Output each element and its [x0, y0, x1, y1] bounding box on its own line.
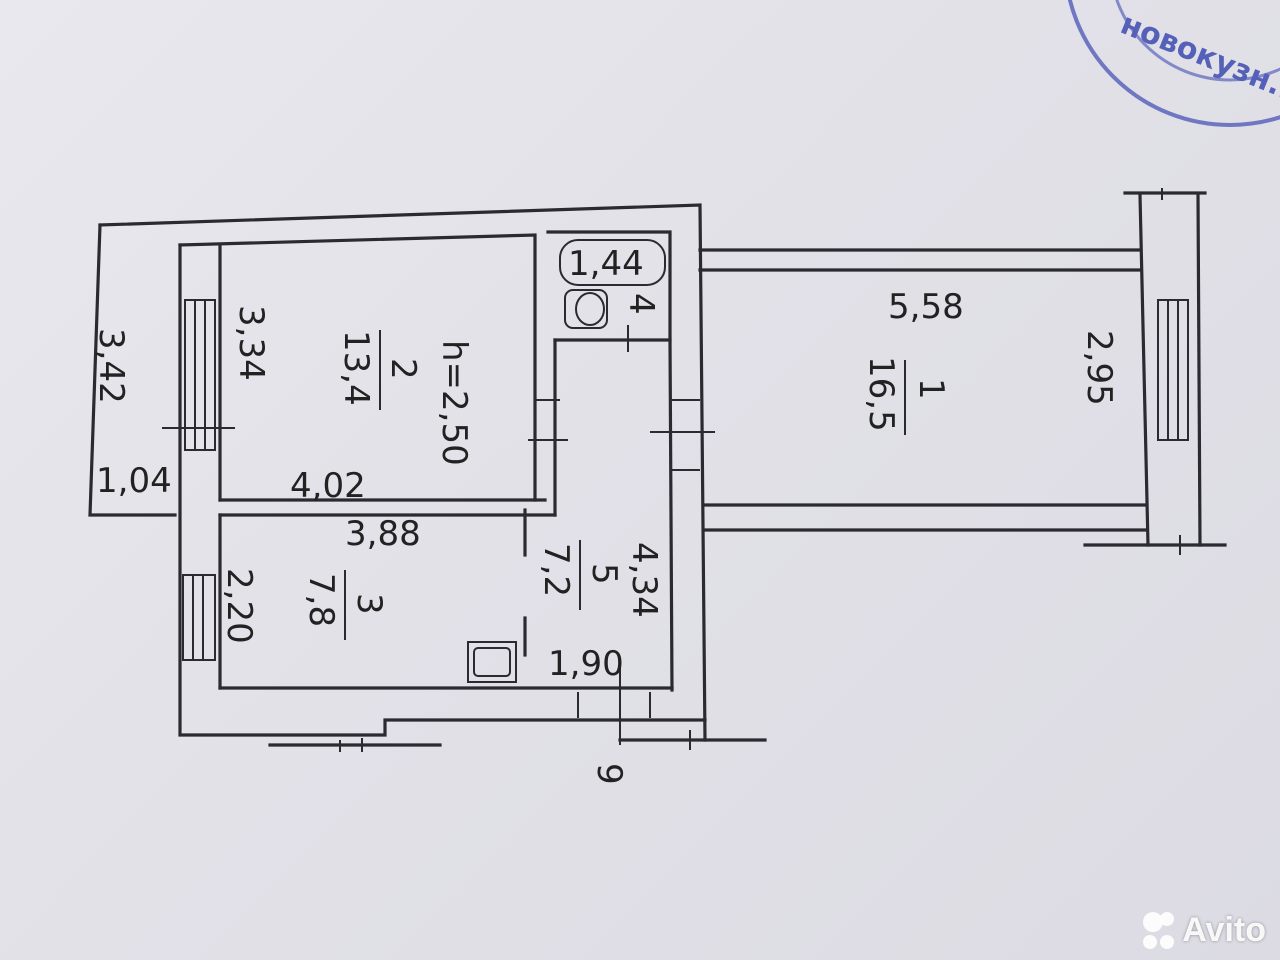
room1-number: 1 [911, 378, 951, 400]
hall-number: 5 [584, 563, 624, 585]
room2-area: 13,4 [336, 330, 376, 406]
room3-height: 2,20 [219, 568, 259, 644]
fixtures [467, 239, 666, 683]
avito-logo-icon [1143, 912, 1175, 949]
hall-length: 4,34 [624, 542, 664, 618]
hall-area: 7,2 [536, 543, 576, 597]
room1-length: 5,58 [888, 287, 964, 327]
room2-width: 4,02 [290, 466, 366, 506]
stamp: новокузн...ции [1067, 0, 1280, 136]
bath-room-number: 4 [621, 293, 661, 315]
balcony-width: 1,04 [96, 461, 172, 501]
ceiling-height: h=2,50 [434, 340, 474, 466]
stamp-text: новокузн...ции [1116, 7, 1280, 136]
page-marker: 9 [589, 763, 629, 785]
room3-number: 3 [349, 593, 389, 615]
bathtub-icon [559, 239, 666, 286]
watermark-brand: Avito [1182, 911, 1266, 949]
labels: 5,58 1 16,5 2,95 3,34 2 13,4 h=2,50 4,02… [91, 244, 1119, 785]
hall-width: 1,90 [548, 644, 624, 684]
room2-number: 2 [383, 358, 423, 380]
windows [182, 299, 1189, 661]
room3-area: 7,8 [301, 573, 341, 627]
bath-length: 1,44 [568, 244, 644, 284]
watermark: Avito [1143, 911, 1266, 950]
door-marks [162, 188, 1181, 752]
room3-width: 3,88 [345, 514, 421, 554]
room1-area: 16,5 [861, 356, 901, 432]
toilet-icon [564, 289, 608, 329]
balcony-length: 3,42 [91, 328, 131, 404]
stove-icon [467, 641, 517, 683]
walls [88, 191, 1227, 747]
room2-height: 3,34 [231, 305, 271, 381]
room1-width: 2,95 [1079, 330, 1119, 406]
